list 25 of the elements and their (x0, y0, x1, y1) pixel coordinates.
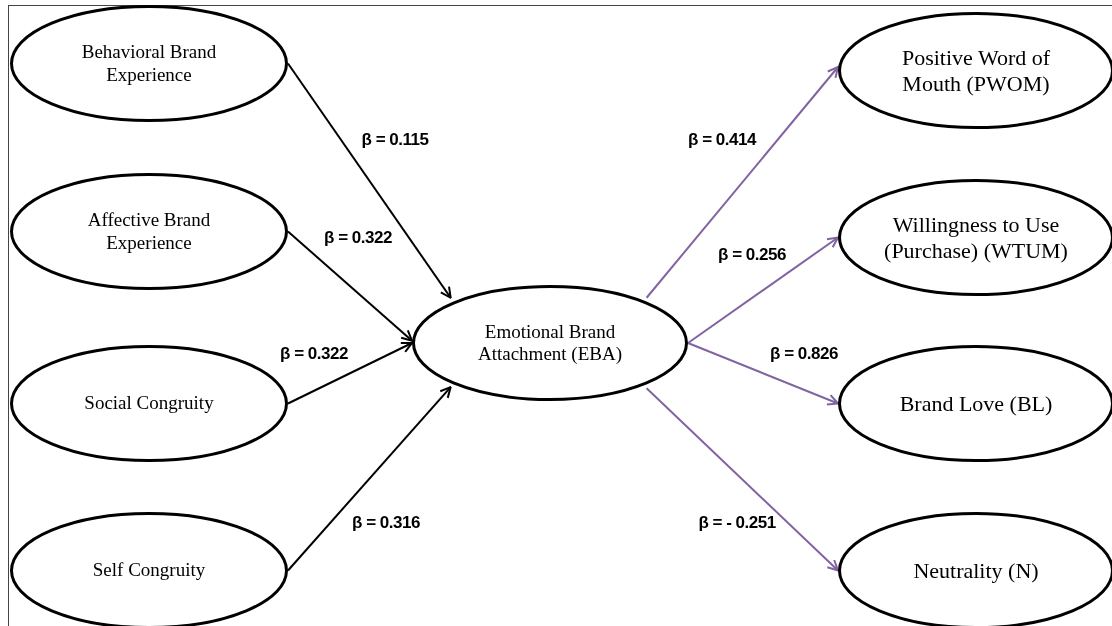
edge-label: β = 0.414 (687, 130, 757, 150)
arrow (287, 62, 452, 299)
edge-label: β = - 0.251 (697, 513, 777, 533)
arrow (687, 236, 839, 344)
construct-name: Positive Word of Mouth (PWOM) (900, 44, 1052, 97)
arrow (287, 230, 413, 342)
edge-label: β = 0.826 (769, 344, 839, 364)
construct-name: Neutrality (N) (913, 557, 1039, 584)
edge-label: β = 0.115 (360, 130, 430, 150)
edge-label: β = 0.322 (323, 228, 393, 248)
edge-label: β = 0.256 (717, 245, 787, 265)
edge-label: β = 0.322 (279, 344, 349, 364)
construct-name: Behavioral Brand Experience (80, 41, 218, 86)
arrow (287, 341, 413, 405)
construct-name: Emotional Brand Attachment (EBA) (476, 320, 623, 366)
construct-name: Social Congruity (84, 392, 214, 415)
construct-name: Self Congruity (92, 559, 206, 582)
edge-label: β = 0.316 (351, 513, 421, 533)
arrow (645, 387, 839, 572)
construct-name: Brand Love (BL) (899, 390, 1053, 417)
construct-name: Willingness to Use (Purchase) (WTUM) (883, 211, 1069, 264)
arrow (645, 66, 839, 299)
arrow (687, 342, 839, 406)
arrow (287, 386, 452, 572)
construct-name: Affective Brand Experience (86, 209, 212, 254)
